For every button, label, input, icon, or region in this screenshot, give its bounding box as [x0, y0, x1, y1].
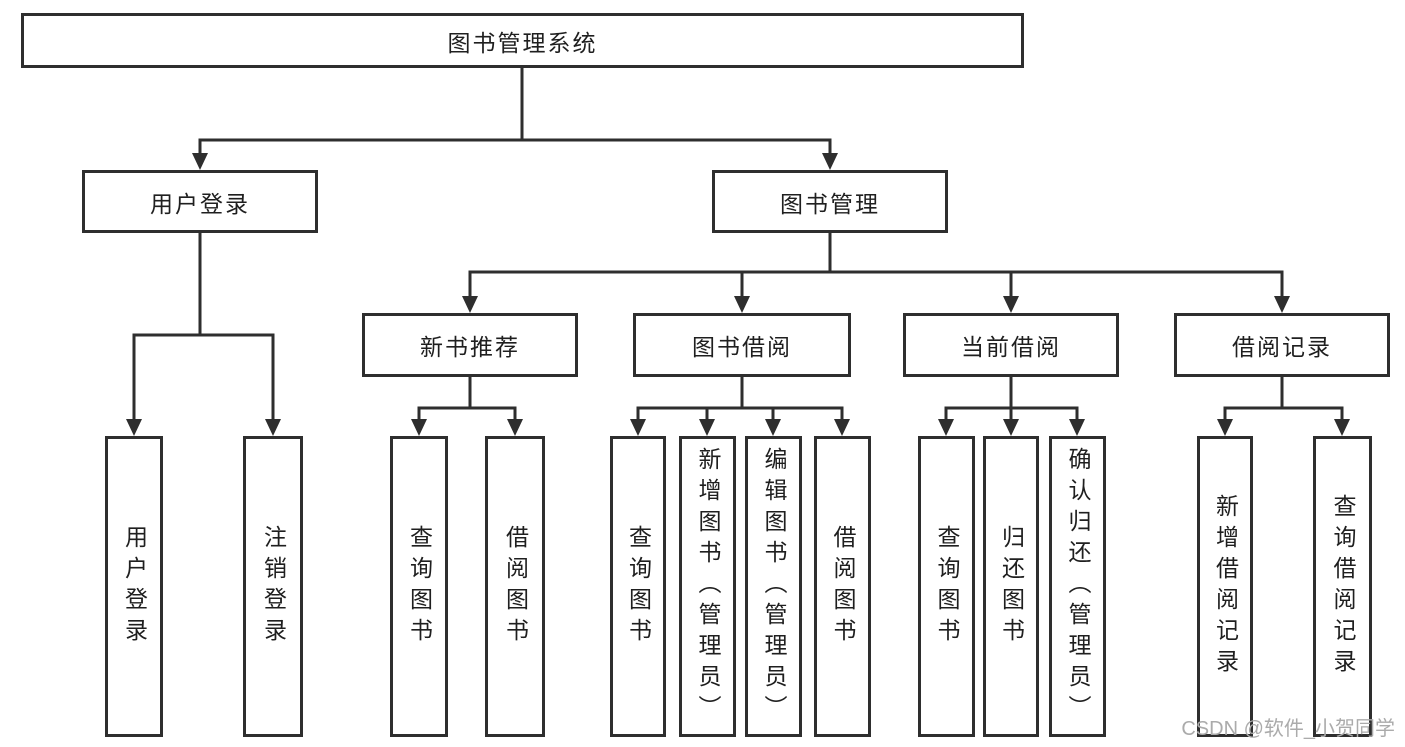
arrow-down-icon-borrow-record-children [1217, 419, 1350, 436]
connector-current-borrow-to-children [944, 377, 1079, 420]
leaf-nb-query-books: 查询图书 [390, 436, 448, 737]
arrow-down-icon-level2 [192, 153, 838, 170]
arrow-down-icon-book-borrow-children [630, 419, 850, 436]
connector-user-login-to-children [132, 233, 275, 420]
leaf-cb-query-books: 查询图书 [918, 436, 975, 737]
node-book-management: 图书管理 [712, 170, 948, 233]
node-label: 图书管理系统 [447, 29, 598, 56]
node-label: 新增借阅记录 [1212, 493, 1239, 680]
node-label: 查询借阅记录 [1330, 493, 1356, 680]
node-label: 查询图书 [625, 524, 652, 649]
node-user-login: 用户登录 [82, 170, 318, 233]
leaf-logout: 注销登录 [243, 436, 303, 737]
node-label: 借阅图书 [502, 524, 529, 649]
connector-book-borrow-to-children [636, 377, 844, 420]
leaf-user-login: 用户登录 [105, 436, 163, 737]
node-label: 借阅图书 [830, 524, 856, 649]
arrow-down-icon-current-borrow-children [938, 419, 1085, 436]
node-label: 确认归还（管理员） [1065, 447, 1091, 726]
leaf-cb-return-books: 归还图书 [983, 436, 1039, 737]
leaf-cb-confirm-return-admin: 确认归还（管理员） [1049, 436, 1106, 737]
connector-root-to-level2 [198, 68, 832, 153]
node-label: 用户登录 [150, 190, 250, 217]
node-label: 新书推荐 [420, 334, 520, 360]
leaf-bb-query-books: 查询图书 [610, 436, 666, 737]
node-root: 图书管理系统 [21, 13, 1024, 68]
leaf-bb-borrow-books: 借阅图书 [814, 436, 871, 737]
node-label: 编辑图书（管理员） [761, 447, 787, 726]
connector-book-management-to-level3 [468, 233, 1284, 297]
leaf-br-query-record: 查询借阅记录 [1313, 436, 1372, 737]
node-label: 当前借阅 [961, 334, 1061, 360]
node-label: 查询图书 [406, 524, 433, 649]
connector-borrow-record-to-children [1223, 377, 1344, 420]
arrow-down-icon-new-book-children [411, 419, 523, 436]
leaf-bb-add-books-admin: 新增图书（管理员） [679, 436, 736, 737]
node-new-book-recommend: 新书推荐 [362, 313, 578, 377]
connector-new-book-to-children [417, 377, 517, 420]
node-label: 用户登录 [121, 524, 148, 649]
node-label: 新增图书（管理员） [695, 447, 721, 726]
node-current-borrow: 当前借阅 [903, 313, 1119, 377]
arrow-down-icon-level3 [462, 296, 1290, 313]
leaf-br-add-record: 新增借阅记录 [1197, 436, 1253, 737]
node-label: 注销登录 [260, 524, 287, 649]
node-label: 查询图书 [934, 524, 960, 649]
node-label: 归还图书 [998, 524, 1025, 649]
leaf-bb-edit-books-admin: 编辑图书（管理员） [745, 436, 802, 737]
watermark: CSDN @软件_小贺同学 [1181, 718, 1395, 740]
node-label: 图书借阅 [692, 334, 792, 360]
node-borrow-record: 借阅记录 [1174, 313, 1390, 377]
node-book-borrow: 图书借阅 [633, 313, 851, 377]
arrow-down-icon-user-login-children [126, 419, 281, 436]
leaf-nb-borrow-books: 借阅图书 [485, 436, 545, 737]
node-label: 图书管理 [780, 190, 880, 217]
node-label: 借阅记录 [1232, 334, 1332, 360]
